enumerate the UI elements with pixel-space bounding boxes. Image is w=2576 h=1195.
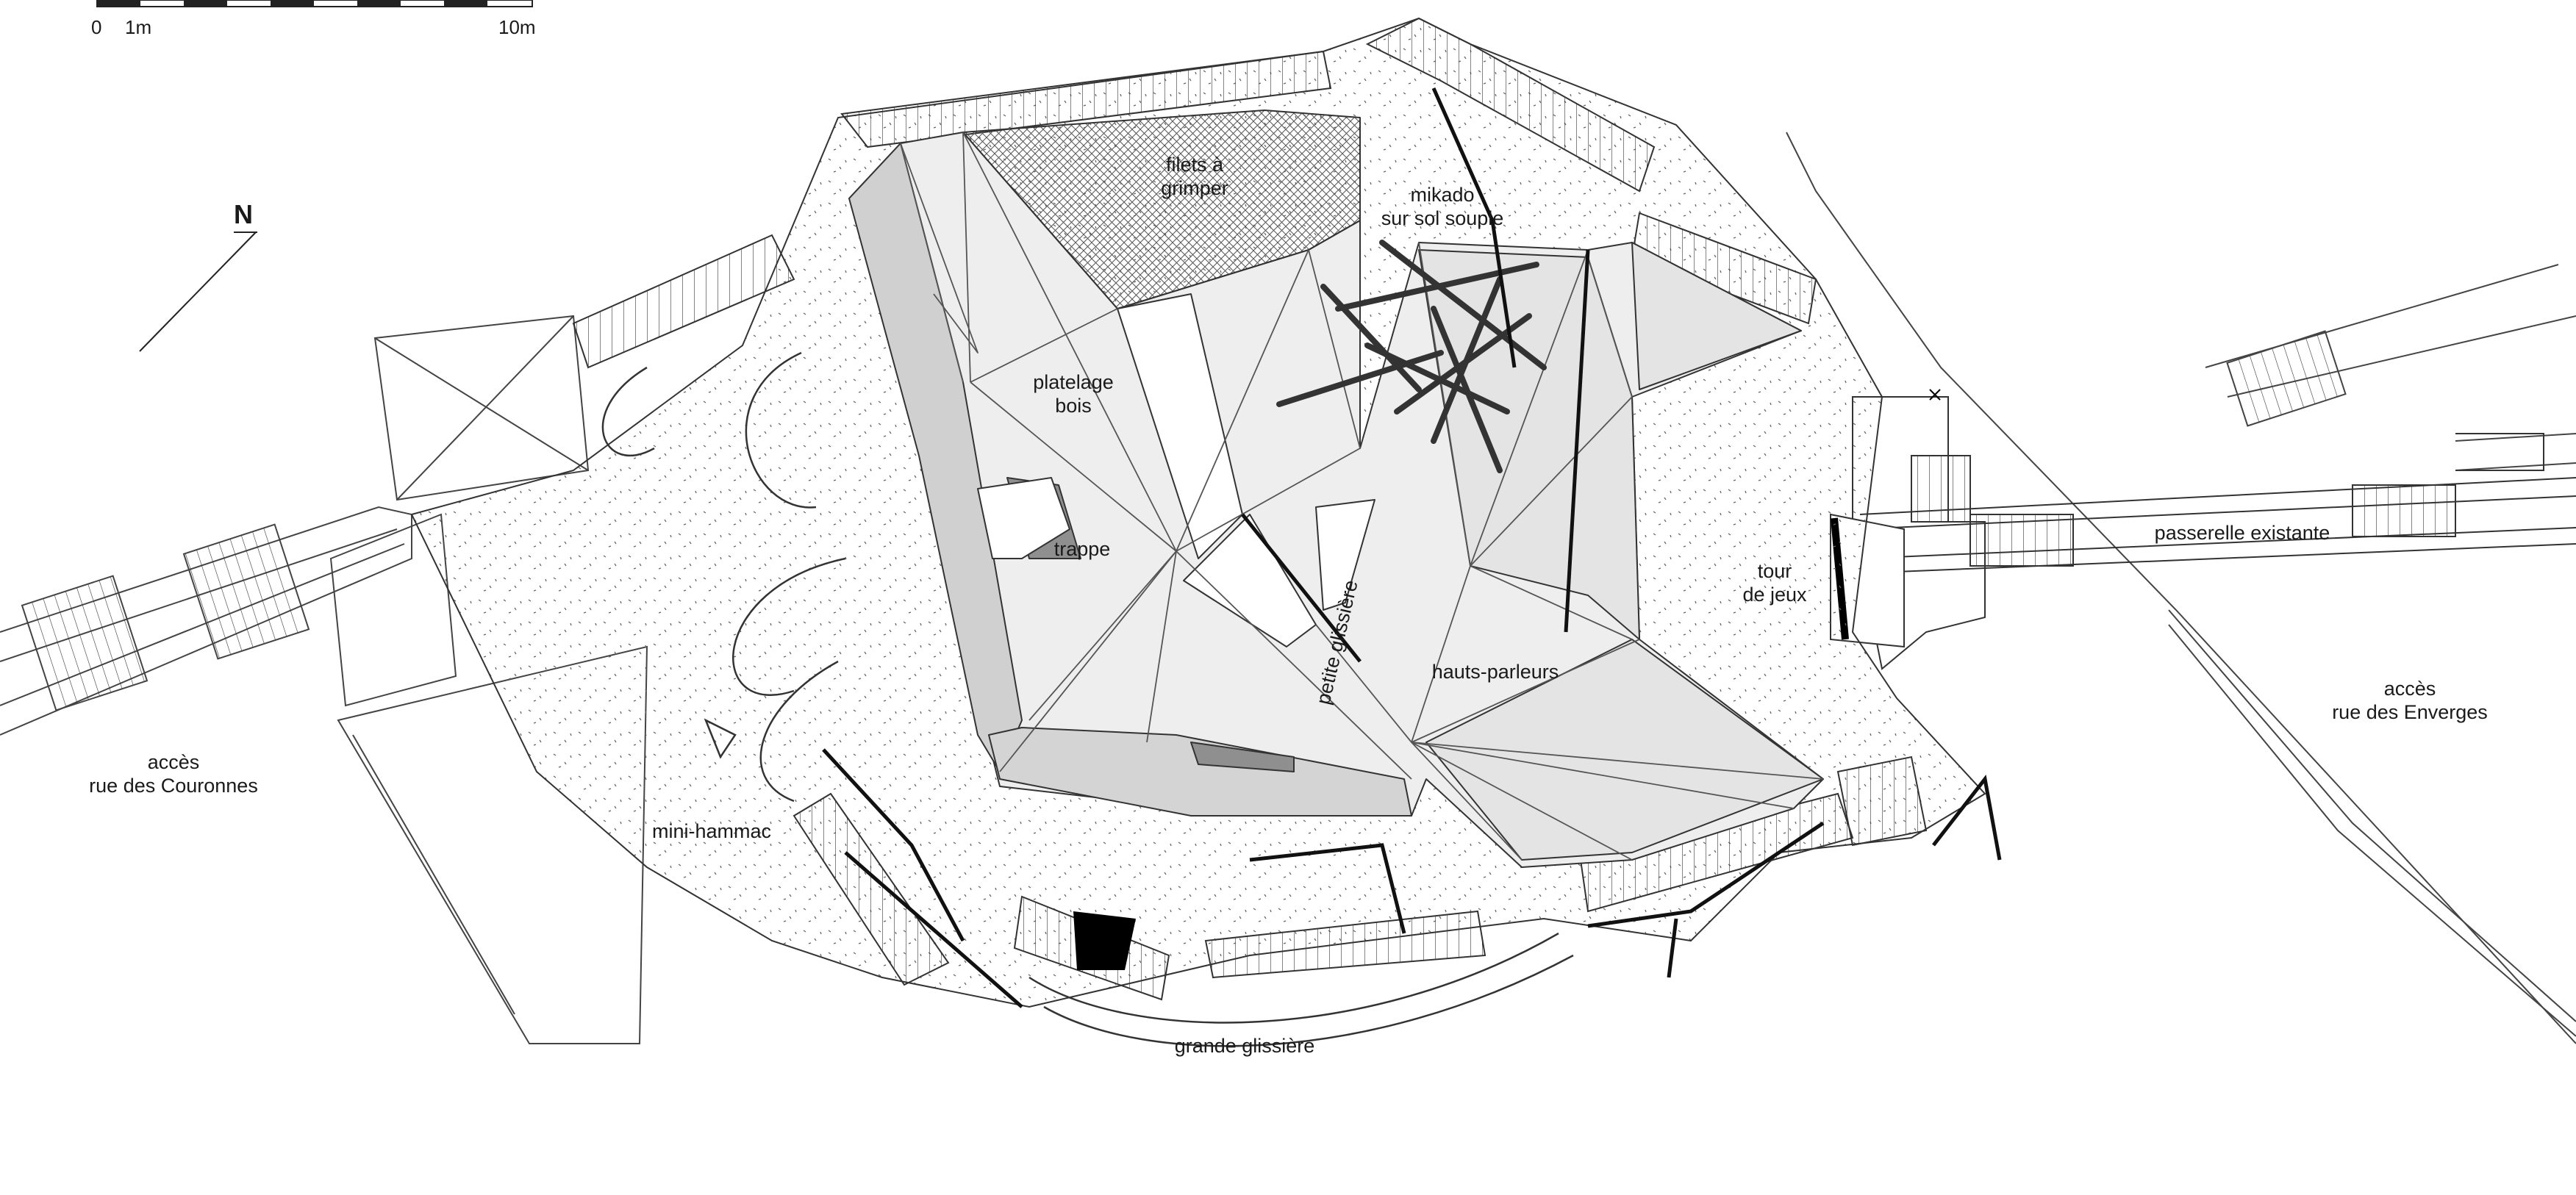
label-hauts-parleurs: hauts-parleurs [1432,661,1559,683]
label-tour-2: de jeux [1742,584,1807,606]
mikado-sticks [1276,240,1547,473]
label-tour-1: tour [1758,560,1792,582]
label-filets-2: grimper [1161,177,1228,199]
structural-lines [822,87,2002,1008]
label-trappe: trappe [1054,538,1111,560]
perimeter-steps [572,17,1928,1001]
curved-paths [601,351,1574,1047]
label-mikado-2: sur sol souple [1381,207,1504,229]
right-access [1786,132,2576,1044]
label-acces-couronnes-1: accès [148,751,200,773]
plan-labels: filets à grimper mikado sur sol souple p… [89,154,2488,1057]
scale-tick-0: 0 [91,16,101,38]
label-grande-glissiere: grande glissière [1175,1035,1315,1057]
north-arrow-icon: N [139,199,257,352]
scale-tick-1m: 1m [125,16,151,38]
label-mikado-1: mikado [1410,184,1474,206]
label-acces-enverges-2: rue des Enverges [2332,701,2488,723]
passerelle-bridge [1859,433,2576,574]
label-mini-hammac: mini-hammac [652,820,771,842]
label-platelage-1: platelage [1033,371,1114,393]
black-block [1073,911,1136,970]
left-access-bridge [0,315,648,1044]
label-platelage-2: bois [1055,395,1092,417]
label-filets-1: filets à [1166,154,1224,176]
north-label: N [234,199,253,229]
scale-tick-10m: 10m [498,16,536,38]
label-acces-couronnes-2: rue des Couronnes [89,775,258,797]
label-passerelle: passerelle existante [2155,522,2330,544]
label-acces-enverges-1: accès [2384,678,2436,700]
scale-bar: 0 1m 10m [91,0,536,38]
